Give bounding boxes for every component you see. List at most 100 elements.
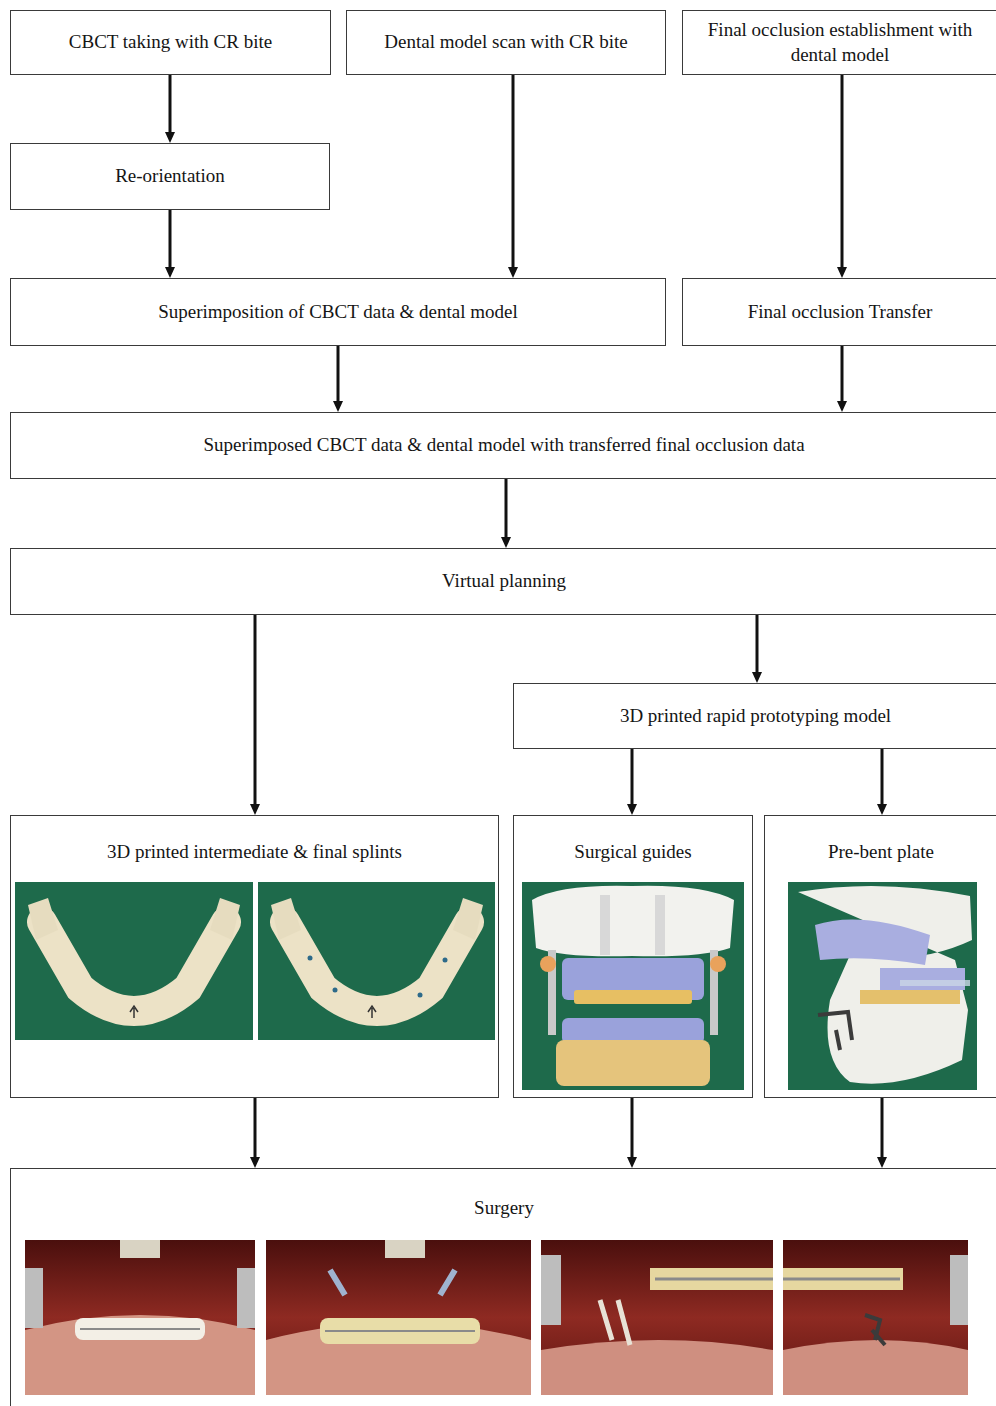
- process-box: 3D printed rapid prototyping model: [513, 683, 996, 749]
- arrow-head: [837, 267, 847, 278]
- surgery-photo-part: [783, 1278, 900, 1281]
- splint-photo-part: [443, 958, 448, 963]
- connector-line: [881, 749, 884, 805]
- splint-photo-part: [285, 922, 469, 1011]
- surgery-photo-part: [25, 1268, 43, 1328]
- box-label: CBCT taking with CR bite: [55, 30, 286, 55]
- arrow-head: [627, 804, 637, 815]
- splint-photo-part: [42, 922, 226, 1011]
- connector-line: [631, 749, 634, 805]
- surgery-photo: [783, 1240, 968, 1395]
- surgery-photo-part: [783, 1340, 968, 1395]
- process-box: Superimposition of CBCT data & dental mo…: [10, 278, 666, 346]
- surgery-photo: [25, 1240, 255, 1395]
- pre-bent-plate-photo-part: [860, 990, 960, 1004]
- connector-arrow: [250, 1098, 260, 1168]
- box-label: Surgery: [460, 1196, 548, 1221]
- surgery-photo-part: [80, 1328, 200, 1330]
- splint-photo-part: [258, 882, 495, 1040]
- connector-line: [756, 615, 759, 673]
- arrow-head: [837, 401, 847, 412]
- splint-photo-part: [333, 988, 338, 993]
- connector-line: [512, 75, 515, 268]
- connector-arrow: [752, 615, 762, 683]
- surgery-photo-part: [541, 1240, 773, 1395]
- surgery-photo-part: [266, 1240, 531, 1395]
- arrow-head: [250, 804, 260, 815]
- box-label: Virtual planning: [428, 569, 580, 594]
- arrow-head: [752, 672, 762, 683]
- connector-arrow: [837, 75, 847, 278]
- pre-bent-plate-photo-part: [798, 886, 972, 1084]
- connector-line: [169, 210, 172, 268]
- process-box: CBCT taking with CR bite: [10, 10, 331, 75]
- connector-arrow: [877, 749, 887, 815]
- arrow-head: [877, 804, 887, 815]
- arrow-head: [501, 537, 511, 548]
- box-label: Pre-bent plate: [814, 840, 948, 865]
- splint-photo-part: [453, 898, 483, 940]
- box-label: Superimposition of CBCT data & dental mo…: [144, 300, 532, 325]
- splint-photo-part: [210, 898, 240, 940]
- surgical-guide-photo-part: [532, 886, 734, 957]
- arrow-head: [333, 401, 343, 412]
- pre-bent-plate-photo-part: [818, 1012, 852, 1050]
- surgery-photo-part: [25, 1315, 255, 1395]
- surgery-photo-part: [650, 1268, 773, 1290]
- process-box: Superimposed CBCT data & dental model wi…: [10, 412, 996, 479]
- splint-photo: [15, 882, 253, 1040]
- splint-photo-part: [28, 898, 58, 940]
- surgical-guide-photo-part: [600, 895, 610, 955]
- splint-photo-part: [368, 1006, 376, 1018]
- process-box: Re-orientation: [10, 143, 330, 210]
- surgery-photo-part: [541, 1340, 773, 1395]
- box-label: 3D printed intermediate & final splints: [93, 840, 416, 865]
- surgical-guide-photo-part: [655, 895, 665, 955]
- connector-line: [254, 1098, 257, 1158]
- connector-arrow: [877, 1098, 887, 1168]
- pre-bent-plate-photo-part: [815, 919, 930, 965]
- connector-line: [254, 615, 257, 805]
- connector-arrow: [837, 346, 847, 412]
- panel-box: Surgical guides: [513, 815, 753, 1098]
- surgery-photo-part: [75, 1318, 205, 1340]
- connector-arrow: [333, 346, 343, 412]
- connector-arrow: [627, 749, 637, 815]
- connector-line: [841, 346, 844, 402]
- surgery-photo-part: [600, 1300, 630, 1345]
- process-box: Final occlusion Transfer: [682, 278, 996, 346]
- connector-arrow: [250, 615, 260, 815]
- panel-box: Pre-bent plate: [764, 815, 996, 1098]
- surgery-photo-part: [950, 1255, 968, 1325]
- connector-line: [841, 75, 844, 268]
- box-label: Superimposed CBCT data & dental model wi…: [189, 433, 818, 458]
- surgery-photo: [541, 1240, 773, 1395]
- panel-box: 3D printed intermediate & final splints: [10, 815, 499, 1098]
- arrow-head: [250, 1157, 260, 1168]
- arrow-head: [627, 1157, 637, 1168]
- box-label: Surgical guides: [560, 840, 705, 865]
- surgery-photo-part: [237, 1268, 255, 1328]
- arrow-head: [508, 267, 518, 278]
- surgery-photo-part: [655, 1278, 773, 1281]
- surgery-photo-part: [385, 1240, 425, 1258]
- surgical-guide-photo-part: [540, 956, 556, 972]
- pre-bent-plate-photo-part: [880, 968, 965, 990]
- surgical-guide-photo-part: [522, 882, 744, 1090]
- process-box: Virtual planning: [10, 548, 996, 615]
- surgery-photo-part: [325, 1330, 475, 1332]
- arrow-head: [165, 132, 175, 143]
- splint-photo: [258, 882, 495, 1040]
- surgical-guide-photo-part: [574, 990, 692, 1004]
- connector-line: [881, 1098, 884, 1158]
- surgery-photo-part: [320, 1318, 480, 1344]
- process-box: Dental model scan with CR bite: [346, 10, 666, 75]
- surgery-photo-part: [25, 1240, 255, 1395]
- box-label: Re-orientation: [101, 164, 239, 189]
- pre-bent-plate-photo: [788, 882, 977, 1090]
- surgery-photo-part: [120, 1240, 160, 1258]
- splint-photo-part: [130, 1006, 138, 1018]
- splint-photo-part: [418, 993, 423, 998]
- splint-photo-part: [271, 898, 301, 940]
